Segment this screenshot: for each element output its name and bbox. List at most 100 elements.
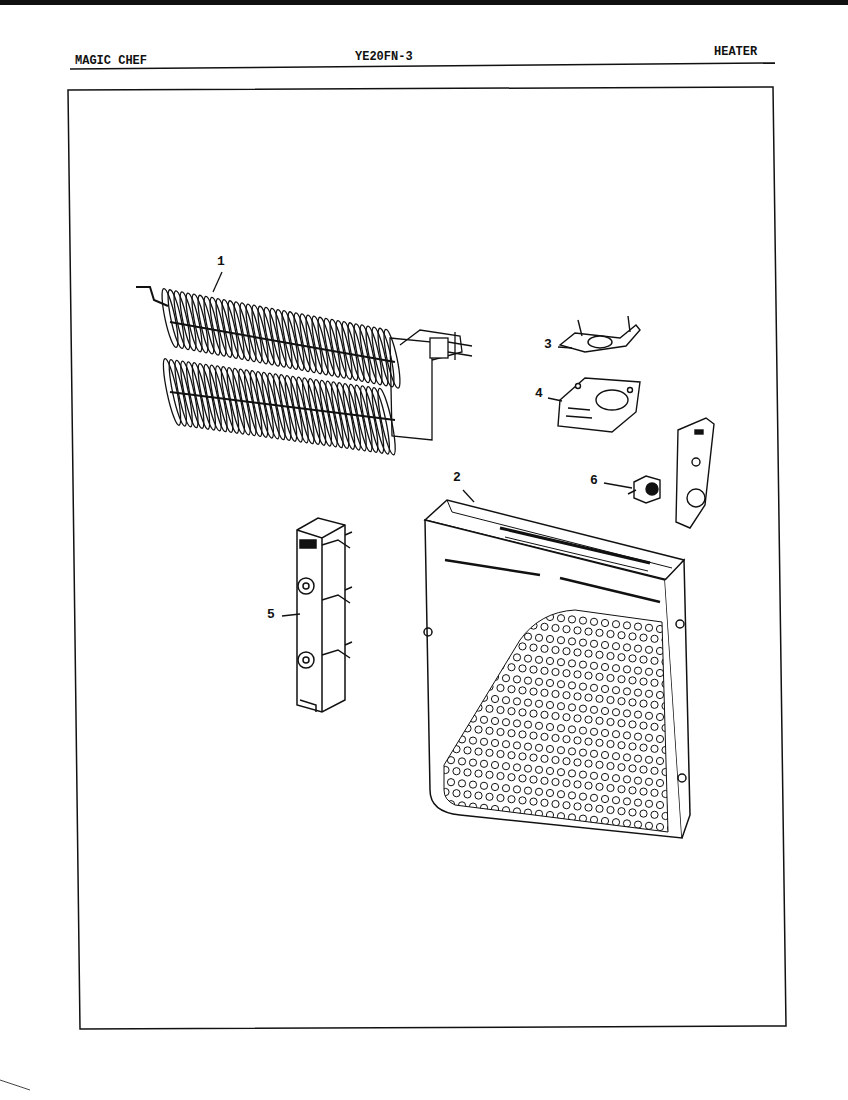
hole <box>491 827 498 834</box>
hole <box>640 788 647 795</box>
coil-loop <box>279 310 301 371</box>
hole <box>634 623 641 630</box>
hole <box>673 638 680 645</box>
hole <box>585 694 592 701</box>
hole <box>590 618 597 625</box>
hole <box>475 616 482 623</box>
hole <box>436 645 443 652</box>
hole <box>552 822 559 829</box>
hole <box>535 810 542 817</box>
hole <box>464 637 471 644</box>
hole <box>552 756 559 763</box>
hole <box>607 630 614 637</box>
coil-loop <box>249 304 271 365</box>
hole <box>607 762 614 769</box>
hole <box>640 634 647 641</box>
hole <box>502 697 509 704</box>
hole <box>634 755 641 762</box>
hole <box>623 666 630 673</box>
hole <box>458 670 465 677</box>
hole <box>607 806 614 813</box>
hole <box>464 835 471 842</box>
hole <box>618 786 625 793</box>
scan-mark <box>0 1080 30 1090</box>
hole <box>618 720 625 727</box>
hole <box>480 672 487 679</box>
hole <box>563 846 570 853</box>
hole <box>656 625 663 632</box>
hole <box>497 794 504 801</box>
coil-loop <box>237 302 259 363</box>
hole <box>662 724 669 731</box>
hole <box>458 648 465 655</box>
hole <box>574 781 581 788</box>
hole <box>469 803 476 810</box>
hole <box>513 720 520 727</box>
hole <box>502 609 509 616</box>
hole <box>447 735 454 742</box>
hole <box>612 621 619 628</box>
hole <box>464 615 471 622</box>
hole <box>574 759 581 766</box>
hole <box>667 693 674 700</box>
hole <box>486 815 493 822</box>
hole <box>568 616 575 623</box>
coil-loop <box>177 291 199 352</box>
coil-loop <box>159 288 181 349</box>
hole <box>634 843 641 850</box>
hole <box>612 643 619 650</box>
hole <box>447 669 454 676</box>
coil-loop <box>357 324 379 385</box>
hole <box>579 683 586 690</box>
hole <box>673 660 680 667</box>
hole <box>491 673 498 680</box>
hole <box>596 673 603 680</box>
hole <box>585 650 592 657</box>
hole <box>568 704 575 711</box>
hole <box>436 755 443 762</box>
hole <box>475 770 482 777</box>
hole <box>475 792 482 799</box>
hole <box>513 610 520 617</box>
hole <box>623 820 630 827</box>
hole <box>585 628 592 635</box>
coil-loop <box>195 294 217 355</box>
hole <box>651 635 658 642</box>
hole <box>557 615 564 622</box>
hole <box>662 680 669 687</box>
hole <box>656 669 663 676</box>
hole <box>601 641 608 648</box>
callout-number: 2 <box>453 471 461 484</box>
hole <box>623 842 630 849</box>
coil-loop <box>327 318 349 379</box>
hole <box>546 723 553 730</box>
hole <box>623 622 630 629</box>
hole <box>447 713 454 720</box>
hole <box>469 825 476 832</box>
coil-loop <box>261 306 283 367</box>
hole <box>447 603 454 610</box>
hole <box>579 639 586 646</box>
hole <box>546 635 553 642</box>
hole <box>590 816 597 823</box>
hole <box>442 744 449 751</box>
coil-loop <box>375 387 399 456</box>
hole <box>480 694 487 701</box>
gasket <box>558 378 640 432</box>
hole <box>541 667 548 674</box>
hole <box>579 837 586 844</box>
hole <box>640 744 647 751</box>
hole <box>442 832 449 839</box>
callout-number: 1 <box>217 255 225 268</box>
hole <box>486 727 493 734</box>
hole <box>519 775 526 782</box>
hole <box>464 703 471 710</box>
hole <box>585 738 592 745</box>
coil-loop <box>273 309 295 370</box>
scan-edge <box>0 0 848 5</box>
hole <box>447 625 454 632</box>
hole <box>596 695 603 702</box>
hole <box>656 735 663 742</box>
hole <box>508 796 515 803</box>
hole <box>475 638 482 645</box>
